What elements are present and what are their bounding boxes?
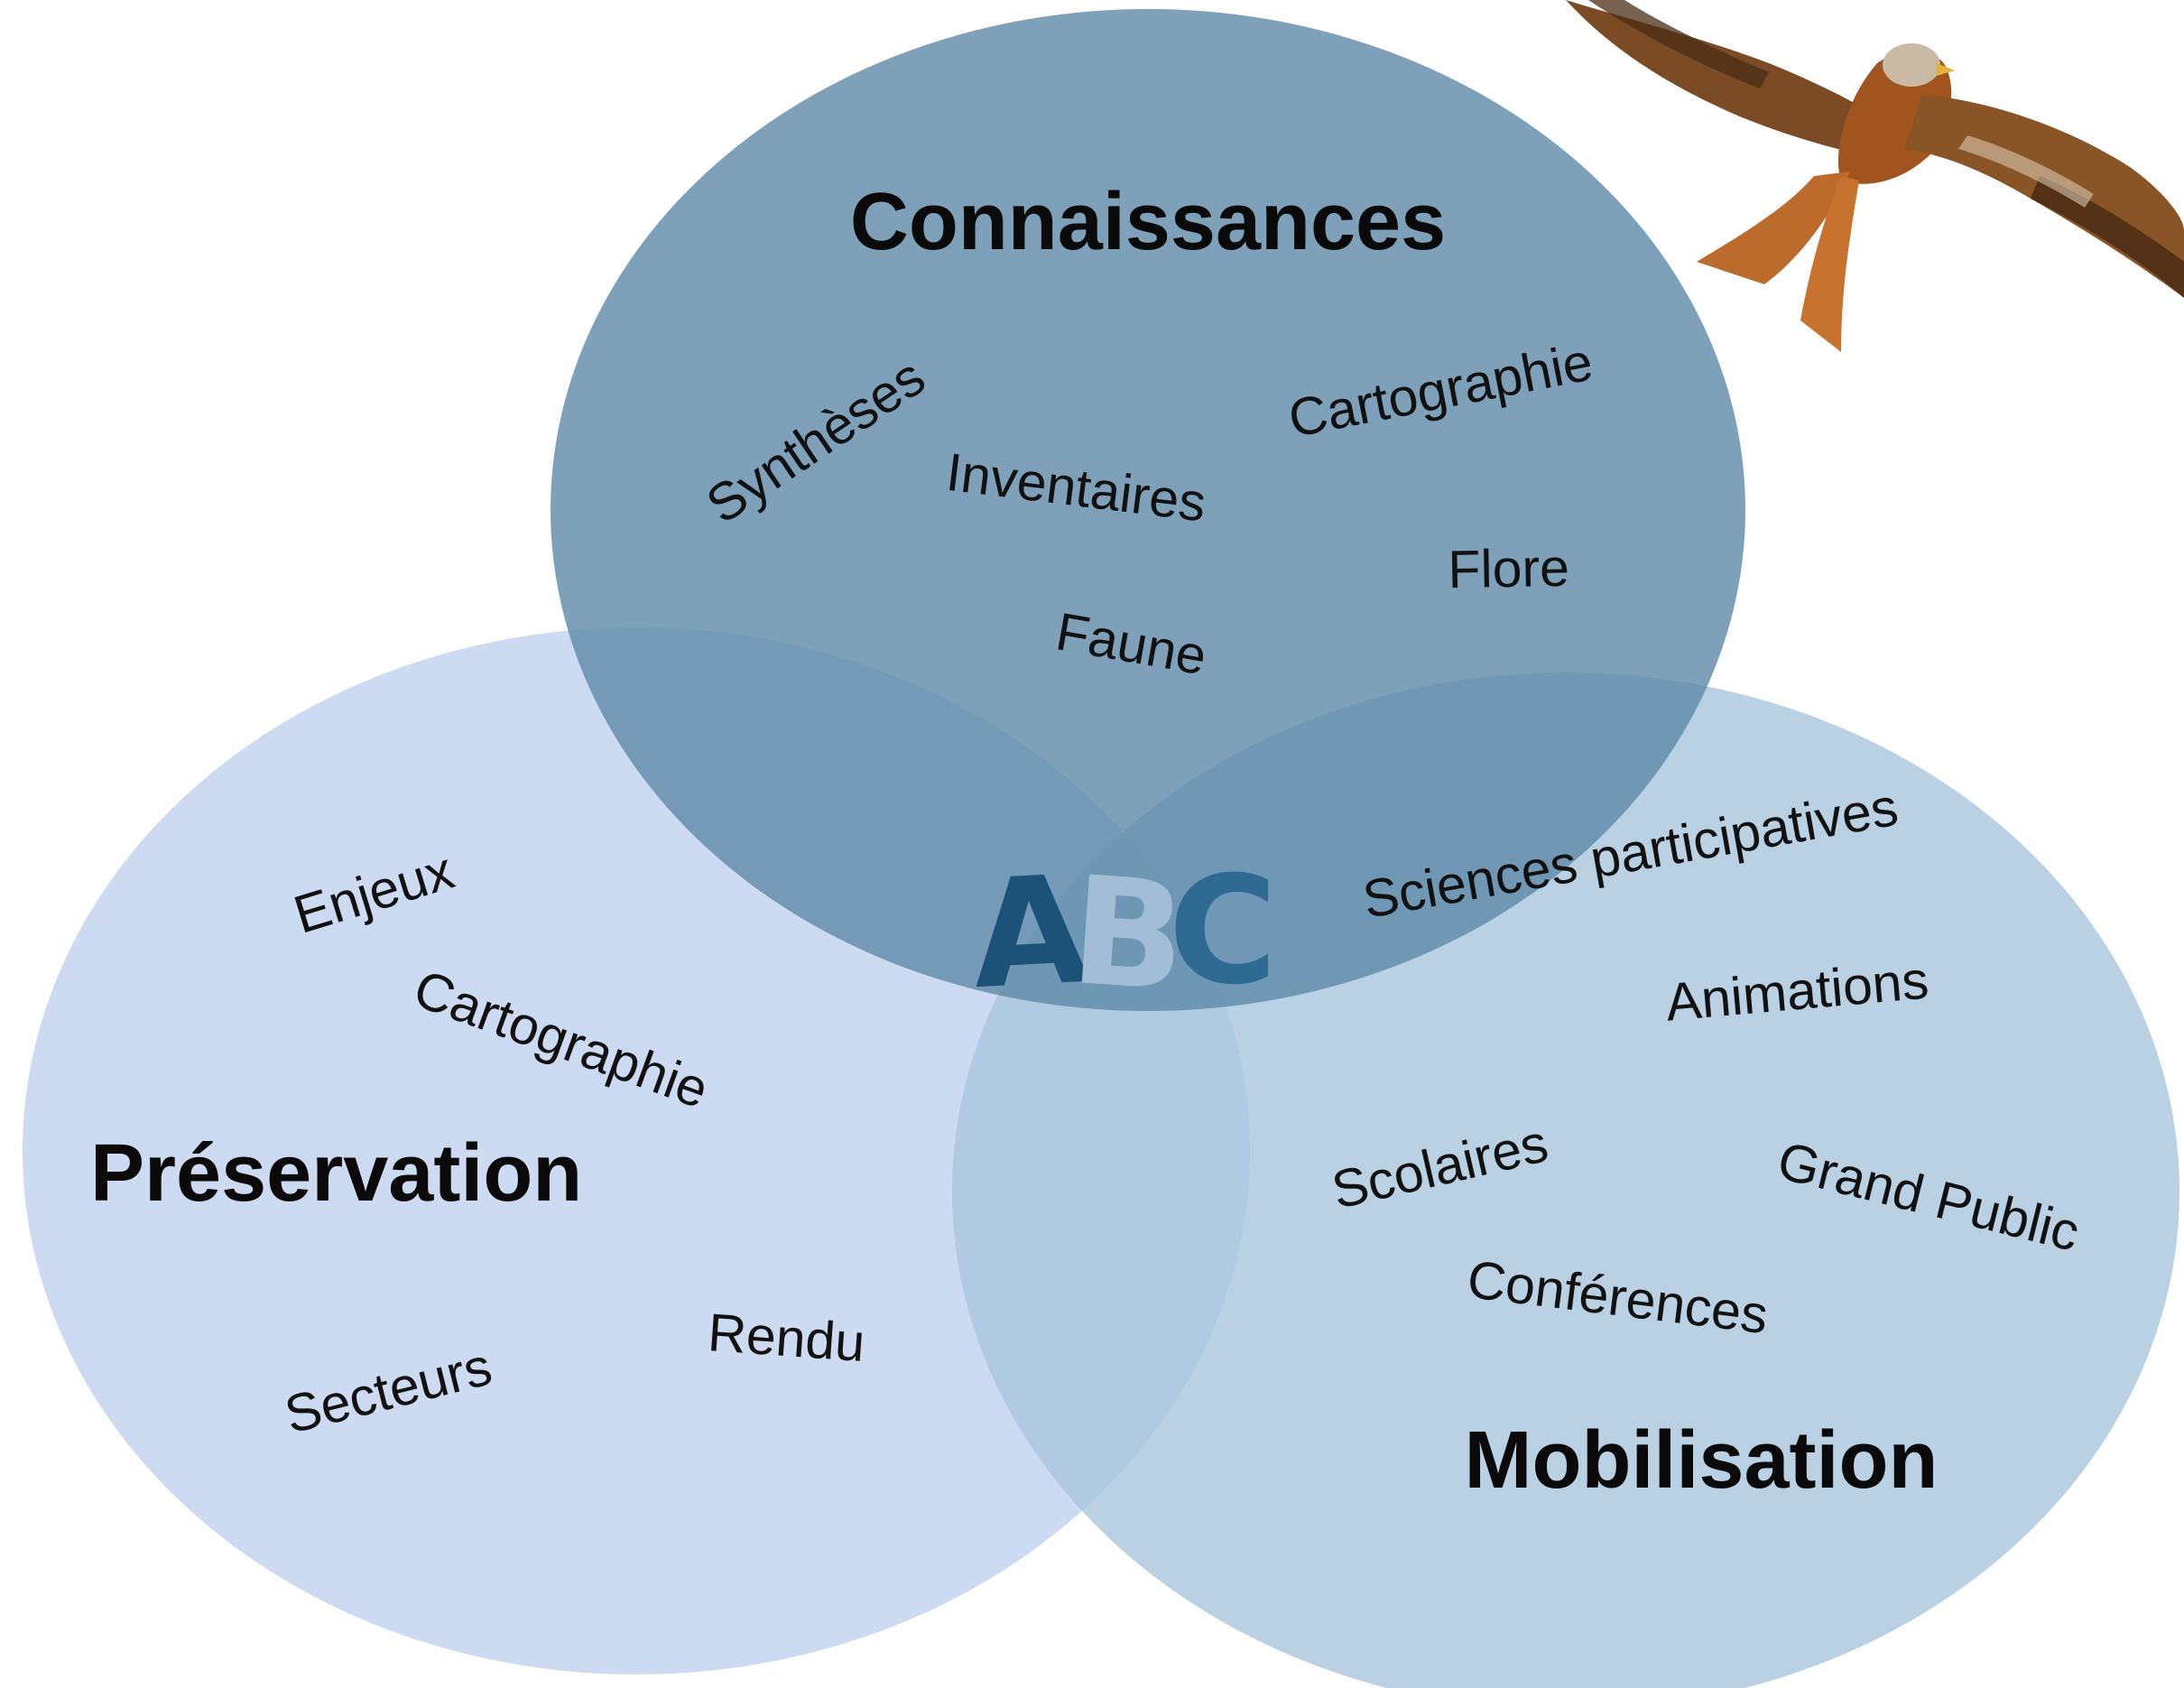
red-kite-icon xyxy=(1566,0,2184,352)
abc-logo-letter-c: C xyxy=(1168,844,1277,1017)
term-flore: Flore xyxy=(1448,538,1570,599)
abc-logo: A B C xyxy=(968,843,1278,1025)
circle-connaissances xyxy=(551,9,1745,1011)
term-rendu: Rendu xyxy=(706,1303,866,1373)
title-connaissances: Connaissances xyxy=(850,177,1446,267)
title-mobilisation: Mobilisation xyxy=(1465,1415,1939,1506)
title-preservation: Préservation xyxy=(90,1128,582,1219)
abc-logo-letter-b: B xyxy=(1066,844,1191,1025)
abc-logo-letter-a: A xyxy=(968,843,1093,1022)
